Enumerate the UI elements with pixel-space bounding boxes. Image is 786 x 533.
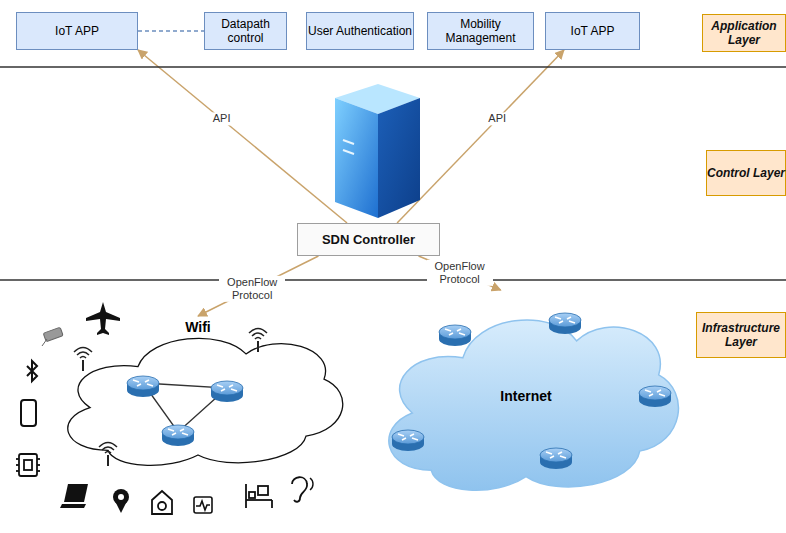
edge-label-holder: OpenFlow Protocol — [427, 260, 493, 286]
edge-label-holder: API — [189, 113, 255, 126]
box-label: Datapath control — [205, 17, 286, 46]
edge-label-holder: OpenFlow Protocol — [219, 276, 285, 302]
edge-label: OpenFlow Protocol — [219, 276, 285, 302]
controller-box: SDN Controller — [297, 223, 440, 256]
connector — [419, 256, 501, 290]
box-label: IoT APP — [55, 24, 99, 38]
layer-label: Application Layer — [702, 14, 786, 52]
cloud-label: Wifi — [185, 319, 211, 336]
box-label: Mobility Management — [428, 17, 533, 46]
connector — [138, 30, 204, 32]
router-icon — [639, 386, 671, 407]
edge-label-holder: API — [464, 113, 530, 126]
edge-label: API — [464, 113, 530, 126]
edge-label: OpenFlow Protocol — [427, 260, 493, 286]
router-icon — [540, 448, 572, 469]
layer-name: Application Layer — [703, 19, 785, 48]
layer-name: Control Layer — [707, 166, 785, 180]
wifi-symbol — [99, 443, 117, 467]
app-box: Datapath control — [204, 12, 287, 50]
cloud-label: Internet — [500, 388, 551, 405]
box-label: IoT APP — [571, 24, 615, 38]
internet-cloud: Internet — [368, 290, 684, 502]
wifi-symbol — [249, 329, 267, 353]
box-label: User Authentication — [308, 24, 412, 38]
cloud-outline — [48, 316, 348, 474]
router-icon — [392, 430, 424, 451]
layer-label: Control Layer — [706, 150, 786, 196]
connector — [397, 50, 564, 223]
router-icon — [127, 376, 159, 397]
app-box: Mobility Management — [427, 12, 534, 50]
router-icon — [211, 381, 243, 402]
app-box: User Authentication — [306, 12, 414, 50]
connector — [138, 50, 347, 223]
server-icon — [335, 84, 420, 218]
router-icon — [549, 313, 581, 334]
app-box: IoT APP — [16, 12, 138, 50]
edge-label: API — [189, 113, 255, 126]
wifi-symbol — [74, 348, 92, 372]
layer-name: Infrastructure Layer — [697, 321, 785, 350]
layer-divider — [0, 66, 786, 68]
layer-divider — [0, 279, 786, 281]
app-box: IoT APP — [545, 12, 640, 50]
box-label: SDN Controller — [322, 232, 415, 248]
layer-label: Infrastructure Layer — [696, 312, 786, 358]
wifi-cloud: Wifi — [48, 316, 348, 474]
router-icon — [439, 325, 471, 346]
router-icon — [162, 425, 194, 446]
connector — [198, 256, 318, 316]
